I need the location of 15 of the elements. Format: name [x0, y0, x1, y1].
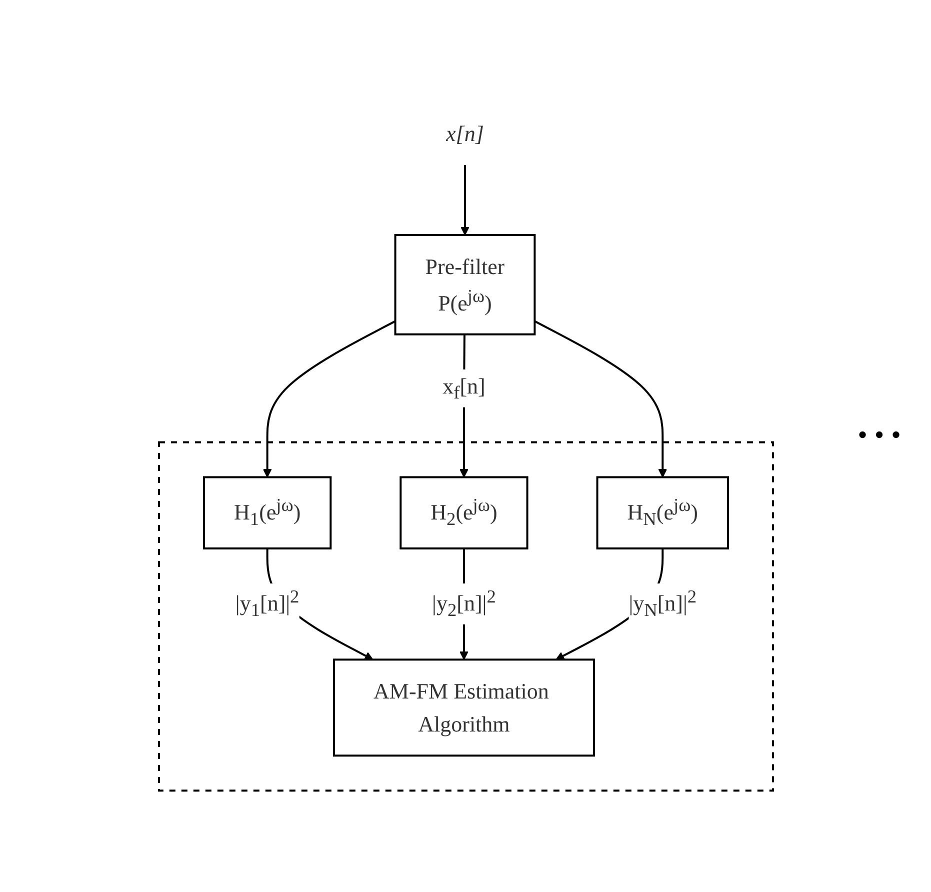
edge-label: |y$_{1}$[n]|$^{2}$: [234, 586, 299, 620]
arrow: [262, 320, 396, 478]
node-box: AM-FM Estimation Algorithm: [332, 658, 594, 756]
edge-label: |y$_{2}$[n]|$^{2}$: [432, 586, 496, 620]
cluster: [158, 440, 774, 792]
node-box: H$_{N}$(e$^{jω}$): [596, 476, 728, 550]
node-box: H$_{1}$(e$^{jω}$): [202, 476, 332, 550]
ellipsis-dots: • • •: [858, 420, 901, 452]
node-box: Pre-filter P(e$^{jω}$): [394, 234, 536, 336]
arrow: [534, 320, 667, 478]
edge-label: x$_{f}$[n]: [442, 373, 485, 402]
node-box: H$_{2}$(e$^{jω}$): [399, 476, 528, 550]
arrow: [460, 164, 469, 236]
node-text: x[n]: [446, 120, 484, 146]
edge-label: |y$_{N}$[n]|$^{2}$: [628, 586, 696, 620]
